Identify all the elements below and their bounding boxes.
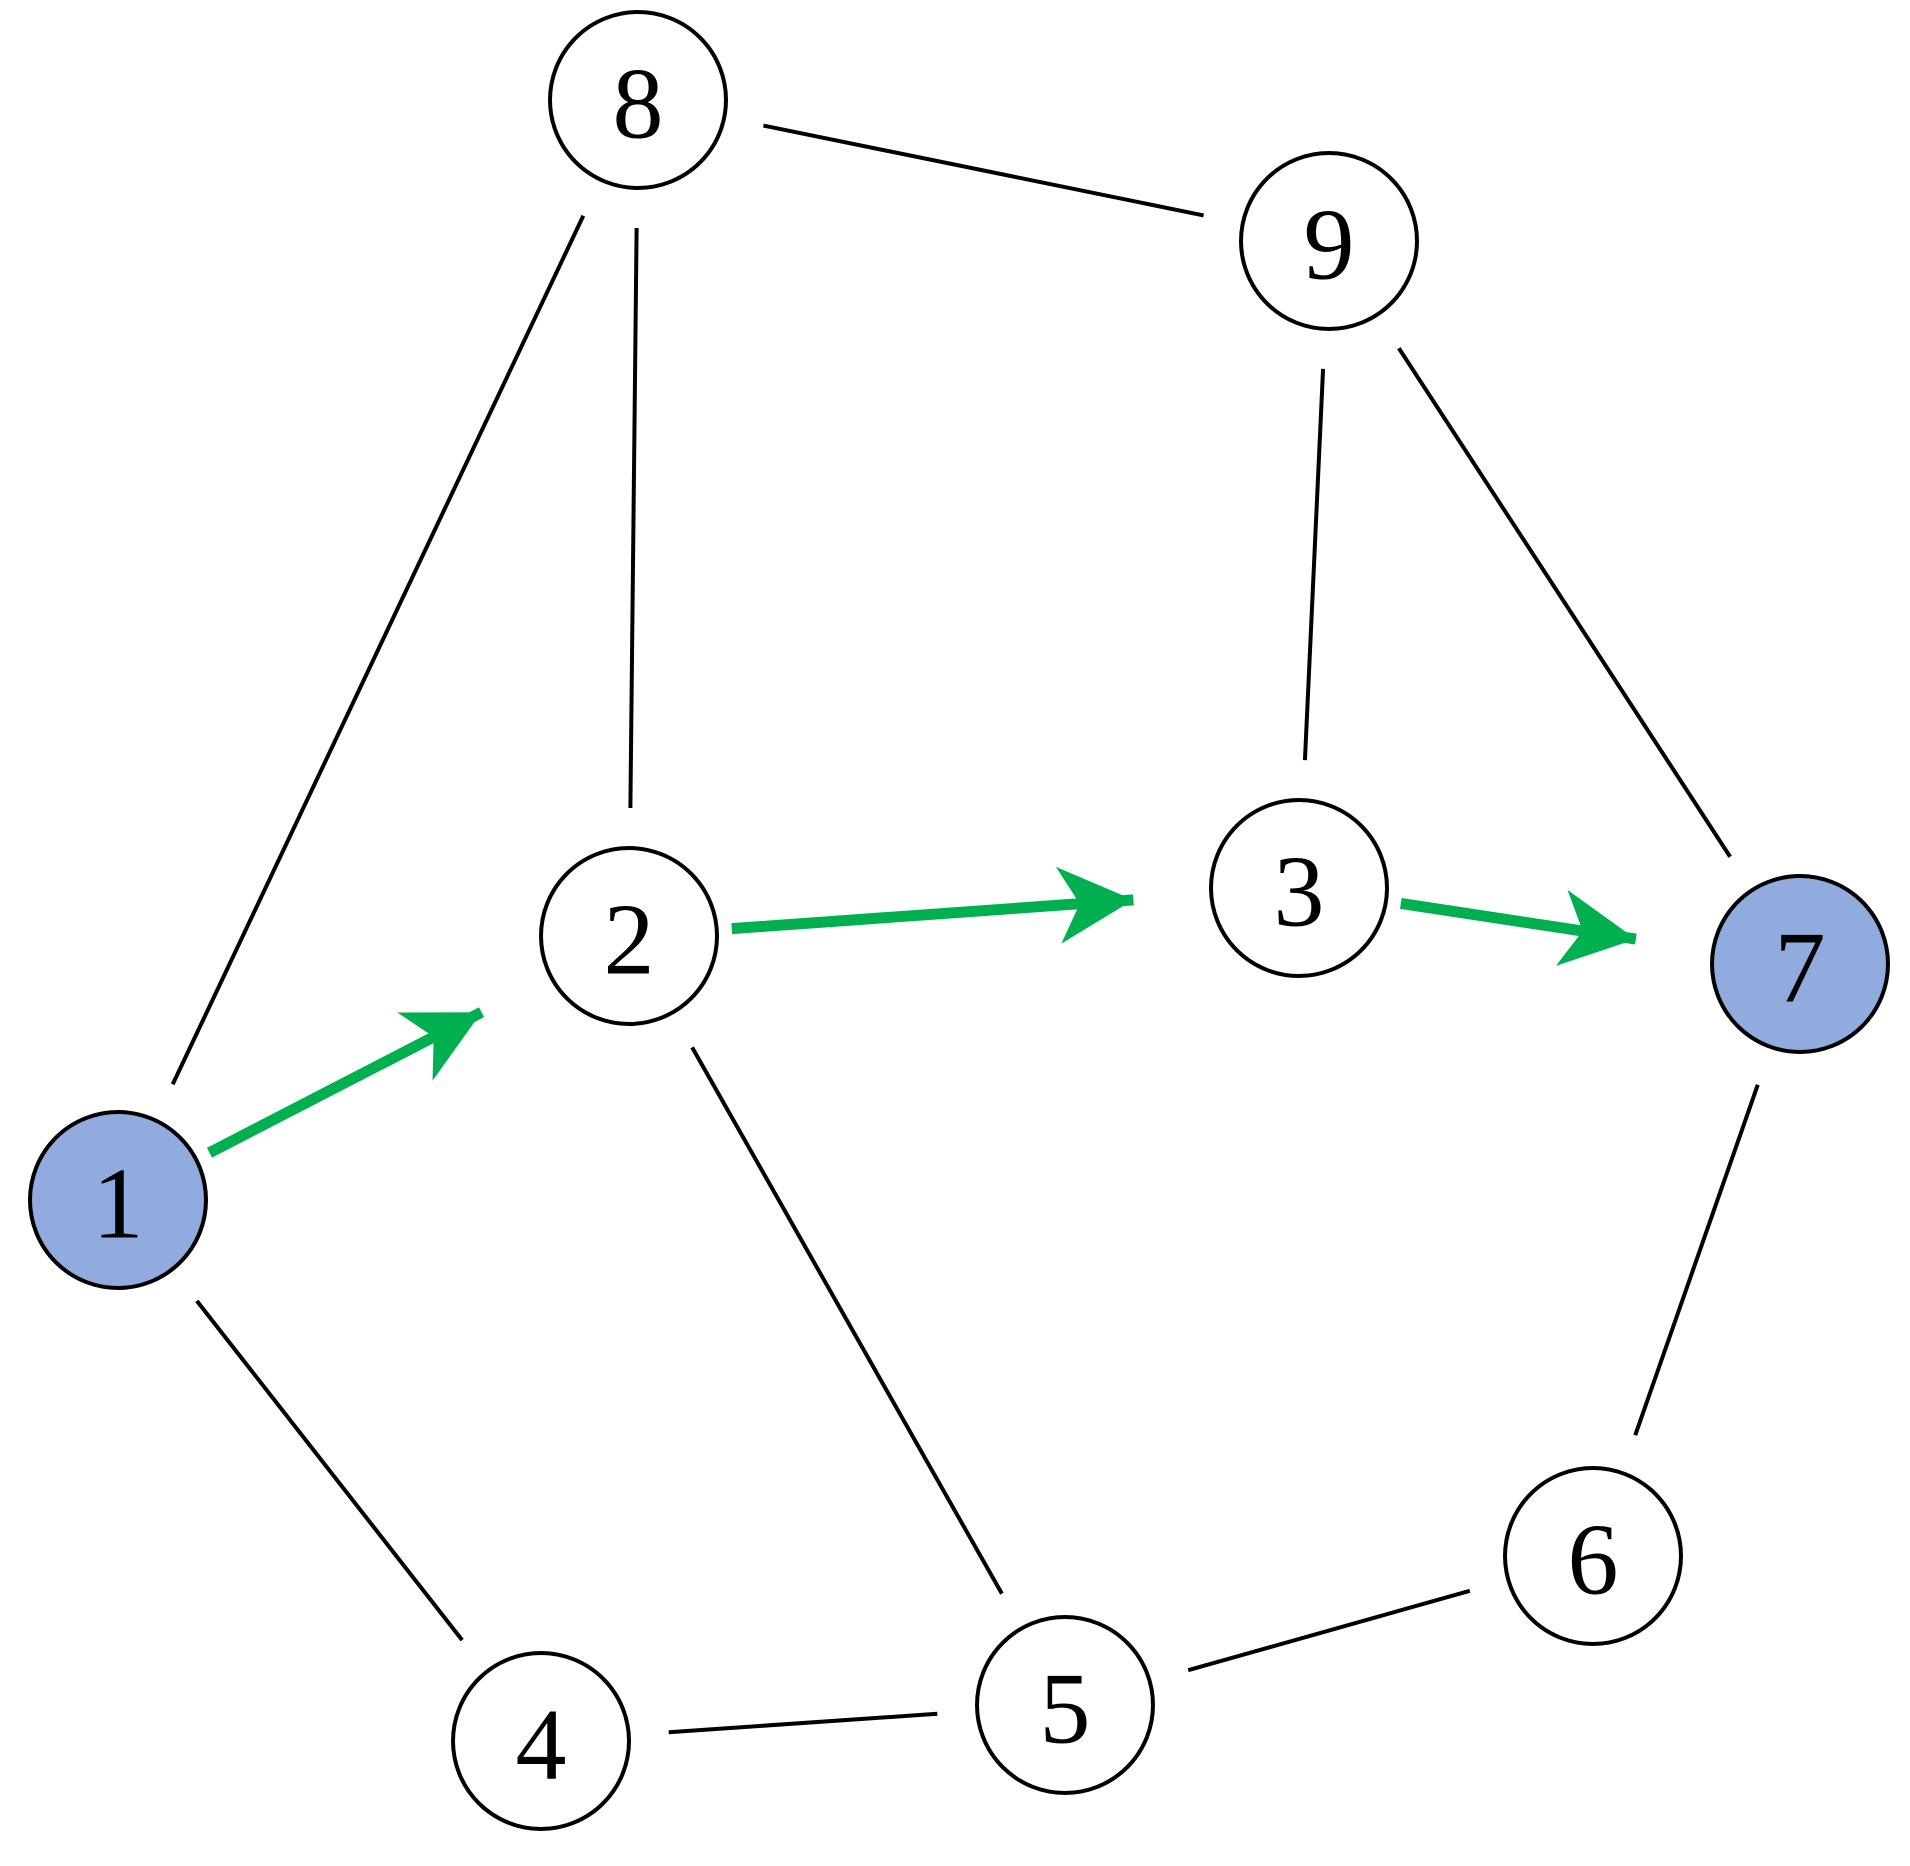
node-label-5: 5 xyxy=(1040,1653,1091,1766)
node-7: 7 xyxy=(1710,874,1890,1054)
node-circle-7 xyxy=(1710,874,1890,1054)
node-8: 8 xyxy=(548,10,728,190)
node-circle-5 xyxy=(975,1615,1155,1795)
edge-6-7 xyxy=(1633,1084,1760,1436)
edge-1-4 xyxy=(195,1299,464,1642)
node-4: 4 xyxy=(451,1651,631,1831)
path-arrow-1-2 xyxy=(206,1007,485,1158)
edge-9-3 xyxy=(1302,368,1326,761)
node-label-9: 9 xyxy=(1304,189,1355,302)
path-arrow-2-3 xyxy=(731,866,1134,944)
edge-9-7 xyxy=(1397,347,1732,858)
path-arrow-3-7 xyxy=(1400,889,1637,966)
edge-8-2 xyxy=(628,227,639,809)
node-1: 1 xyxy=(28,1110,208,1290)
node-5: 5 xyxy=(975,1615,1155,1795)
node-label-8: 8 xyxy=(613,48,664,161)
node-label-4: 4 xyxy=(516,1689,567,1802)
path-layer xyxy=(206,866,1637,1158)
node-label-6: 6 xyxy=(1568,1504,1619,1617)
edge-1-8 xyxy=(170,214,586,1086)
node-label-2: 2 xyxy=(604,884,655,997)
edge-5-6 xyxy=(1187,1588,1471,1673)
node-circle-4 xyxy=(451,1651,631,1831)
edge-8-9 xyxy=(763,123,1204,218)
node-circle-2 xyxy=(539,846,719,1026)
edge-4-5 xyxy=(668,1711,938,1735)
node-9: 9 xyxy=(1239,151,1419,331)
node-6: 6 xyxy=(1503,1466,1683,1646)
node-circle-8 xyxy=(548,10,728,190)
node-label-7: 7 xyxy=(1775,912,1826,1025)
node-circle-6 xyxy=(1503,1466,1683,1646)
node-2: 2 xyxy=(539,846,719,1026)
node-label-3: 3 xyxy=(1274,836,1325,949)
node-label-1: 1 xyxy=(93,1148,144,1261)
node-circle-9 xyxy=(1239,151,1419,331)
edges-layer xyxy=(170,123,1760,1735)
nodes-layer: 1 2 3 4 5 6 7 8 9 xyxy=(28,10,1890,1831)
node-circle-3 xyxy=(1209,798,1389,978)
edge-2-5 xyxy=(690,1046,1004,1595)
node-3: 3 xyxy=(1209,798,1389,978)
node-circle-1 xyxy=(28,1110,208,1290)
